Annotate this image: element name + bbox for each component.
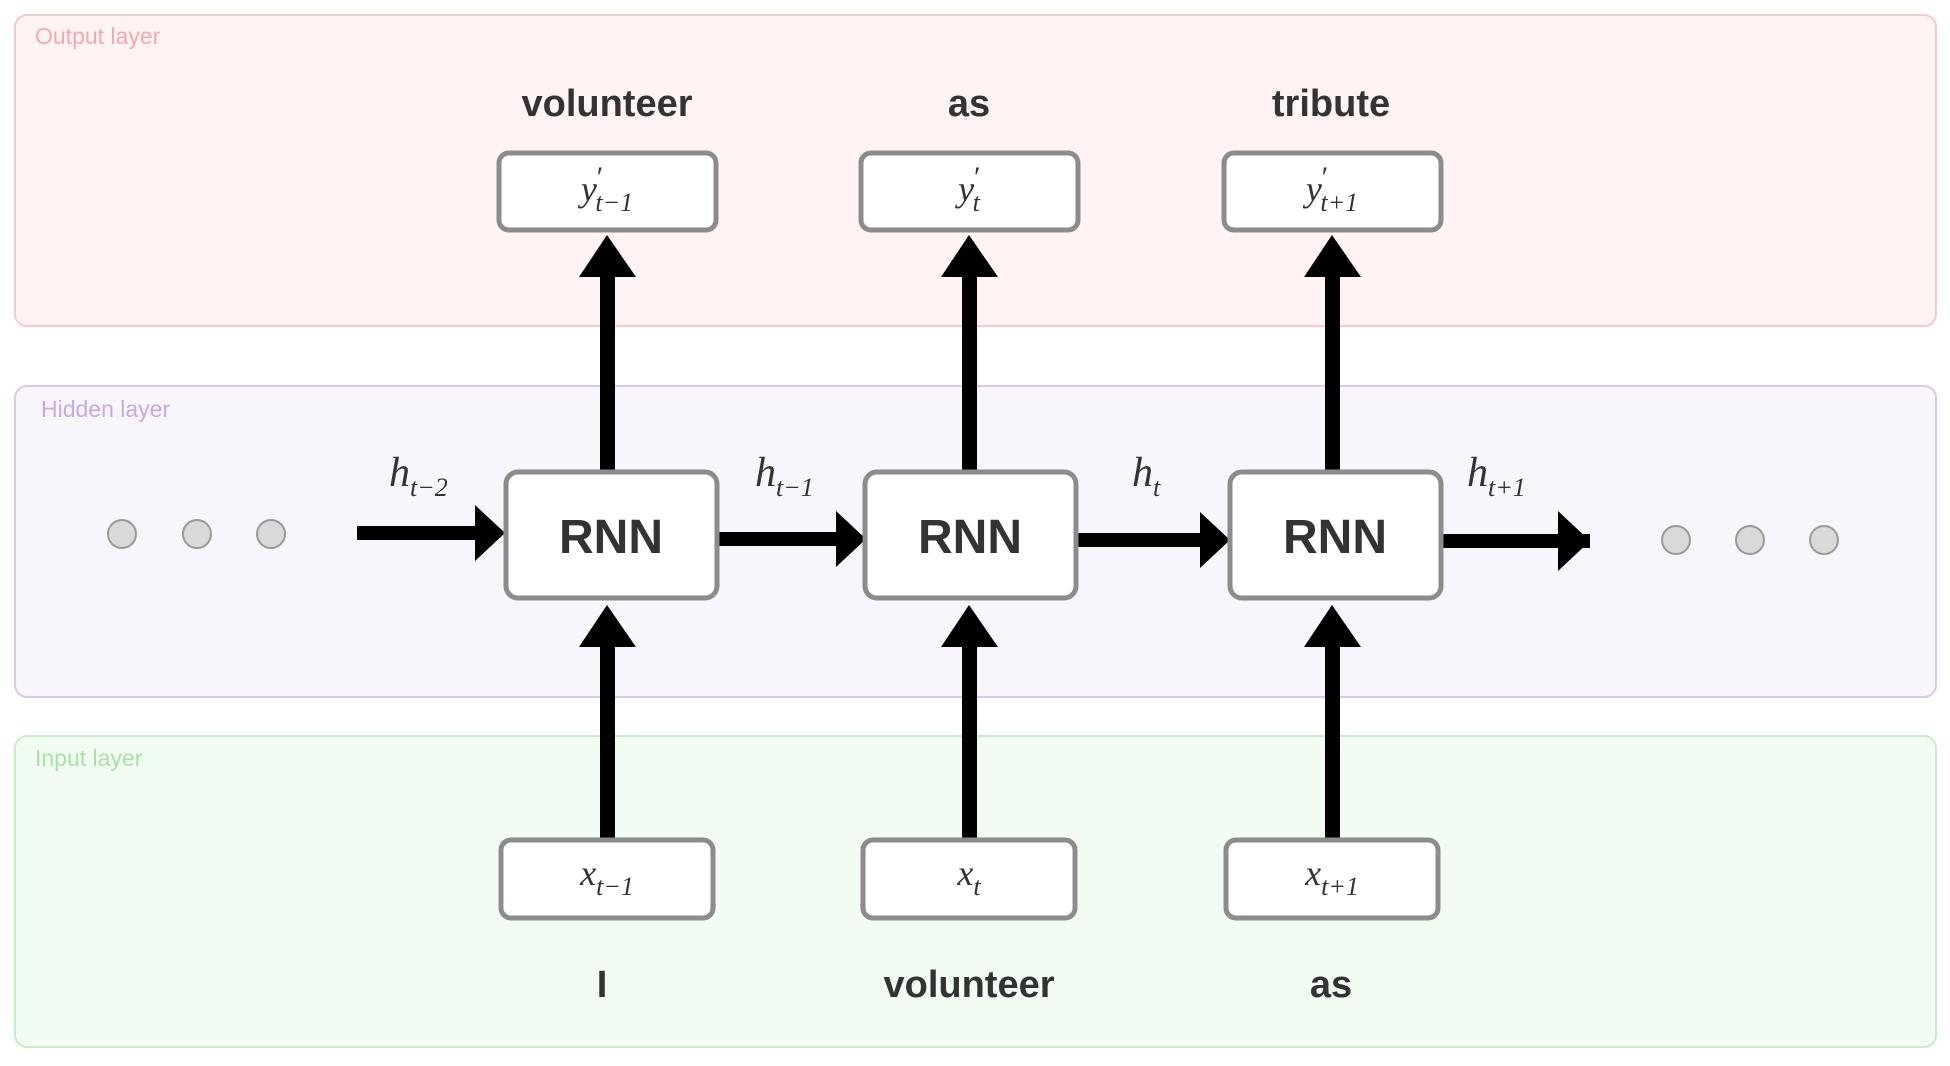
continuation-dot [1735, 525, 1765, 555]
input-symbol: xt [956, 853, 981, 901]
hidden-arrow [1442, 511, 1590, 571]
continuation-dot [256, 519, 286, 549]
rnn-cell: RNN [503, 469, 720, 601]
output-symbol: y′t+1 [1303, 161, 1358, 217]
hidden-layer-label: Hidden layer [41, 396, 170, 422]
continuation-dot [1661, 525, 1691, 555]
continuation-dot [1809, 525, 1839, 555]
input-node: xt−1 [498, 837, 716, 921]
input-symbol: xt+1 [1304, 853, 1359, 901]
continuation-dot [182, 519, 212, 549]
output-word: as [948, 83, 990, 125]
hidden-state-label: ht+1 [1467, 450, 1526, 502]
rnn-cell: RNN [1227, 469, 1444, 601]
rnn-cell-label: RNN [918, 511, 1022, 564]
output-symbol: y′t [955, 161, 981, 217]
output-layer-label: Output layer [35, 23, 161, 49]
output-arrow [1304, 235, 1361, 470]
output-node: y′t+1 [1221, 150, 1444, 233]
input-word: volunteer [883, 964, 1054, 1006]
hidden-state-label: ht−2 [389, 450, 448, 502]
hidden-arrow [357, 505, 505, 561]
hidden-state-label: ht [1132, 450, 1161, 502]
hidden-state-label: ht−1 [755, 450, 814, 502]
output-node: y′t [858, 150, 1081, 233]
rnn-cell-label: RNN [1283, 511, 1387, 564]
input-layer-label: Input layer [35, 745, 143, 771]
input-node: xt [860, 837, 1078, 921]
input-arrow [941, 605, 998, 838]
hidden-arrow [1077, 512, 1230, 568]
input-word: as [1310, 964, 1352, 1006]
rnn-cell-label: RNN [559, 511, 663, 564]
output-arrow [941, 235, 998, 470]
input-node: xt+1 [1223, 837, 1441, 921]
output-symbol: y′t−1 [578, 161, 633, 217]
output-word: volunteer [521, 83, 692, 125]
input-word: I [597, 964, 608, 1006]
input-arrow [1304, 605, 1361, 838]
output-node: y′t−1 [496, 150, 719, 233]
input-arrow [579, 605, 636, 838]
continuation-dot [107, 519, 137, 549]
rnn-cell: RNN [862, 469, 1079, 601]
output-word: tribute [1272, 83, 1390, 125]
output-arrow [579, 235, 636, 470]
hidden-arrow [718, 511, 866, 567]
input-symbol: xt−1 [579, 853, 634, 901]
